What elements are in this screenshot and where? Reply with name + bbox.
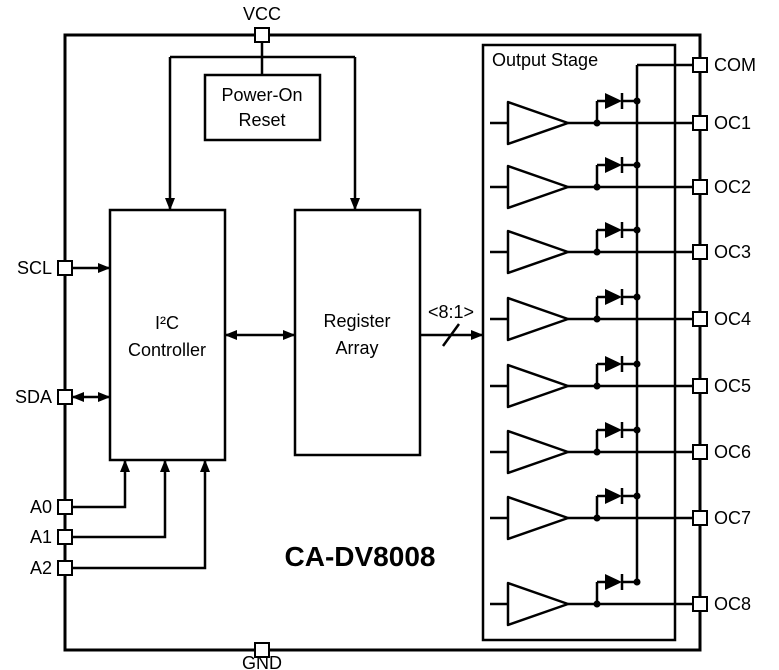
pin-label-oc2: OC2 — [714, 177, 751, 197]
bus-width-label: <8:1> — [428, 302, 474, 322]
bus-width-slash — [441, 323, 461, 347]
pin-label-com: COM — [714, 55, 756, 75]
chip-title: CA-DV8008 — [285, 541, 436, 572]
a0-line — [72, 459, 130, 509]
register-array-label-line2: Array — [335, 338, 378, 358]
pin-oc8 — [692, 596, 708, 612]
pin-label-oc1: OC1 — [714, 113, 751, 133]
power-on-reset-box — [203, 73, 322, 142]
power-rails — [165, 42, 360, 211]
pin-label-scl: SCL — [17, 258, 52, 278]
pin-label-oc8: OC8 — [714, 594, 751, 614]
pin-label-oc4: OC4 — [714, 309, 751, 329]
pin-squares — [57, 27, 708, 658]
power-on-reset-label-line1: Power-On — [221, 85, 302, 105]
pin-label-oc6: OC6 — [714, 442, 751, 462]
power-on-reset-label-line2: Reset — [238, 110, 285, 130]
pin-a1 — [57, 529, 73, 545]
pin-oc5 — [692, 378, 708, 394]
a1-line — [72, 459, 170, 539]
pin-vcc — [254, 27, 270, 43]
pin-sda — [57, 389, 73, 405]
output-stage-internals — [488, 63, 695, 627]
pin-a2 — [57, 560, 73, 576]
pin-label-oc7: OC7 — [714, 508, 751, 528]
bus-lines — [224, 323, 484, 347]
a2-line — [72, 459, 210, 570]
pin-label-vcc: VCC — [243, 4, 281, 24]
pin-oc3 — [692, 244, 708, 260]
pin-oc4 — [692, 311, 708, 327]
register-array-label-line1: Register — [323, 311, 390, 331]
i2c-controller-box — [108, 208, 227, 462]
labels: VCC GND SCL SDA A0 A1 A2 COM OC1 OC2 OC3… — [15, 4, 756, 670]
pin-label-sda: SDA — [15, 387, 52, 407]
pin-oc6 — [692, 444, 708, 460]
pin-oc2 — [692, 179, 708, 195]
output-stage-box — [481, 43, 677, 642]
i2c-controller-label-line1: I²C — [155, 313, 179, 333]
pin-oc1 — [692, 115, 708, 131]
register-array-box — [293, 208, 422, 457]
pin-label-oc5: OC5 — [714, 376, 751, 396]
pin-label-gnd: GND — [242, 653, 282, 670]
pin-a0 — [57, 499, 73, 515]
pin-gnd — [254, 642, 270, 658]
pin-label-oc3: OC3 — [714, 242, 751, 262]
pin-oc7 — [692, 510, 708, 526]
output-stage-label: Output Stage — [492, 50, 598, 70]
pin-label-a0: A0 — [30, 497, 52, 517]
pin-label-a2: A2 — [30, 558, 52, 578]
pin-com — [692, 57, 708, 73]
pin-label-a1: A1 — [30, 527, 52, 547]
left-pin-signals — [71, 263, 210, 570]
i2c-controller-label-line2: Controller — [128, 340, 206, 360]
pin-scl — [57, 260, 73, 276]
